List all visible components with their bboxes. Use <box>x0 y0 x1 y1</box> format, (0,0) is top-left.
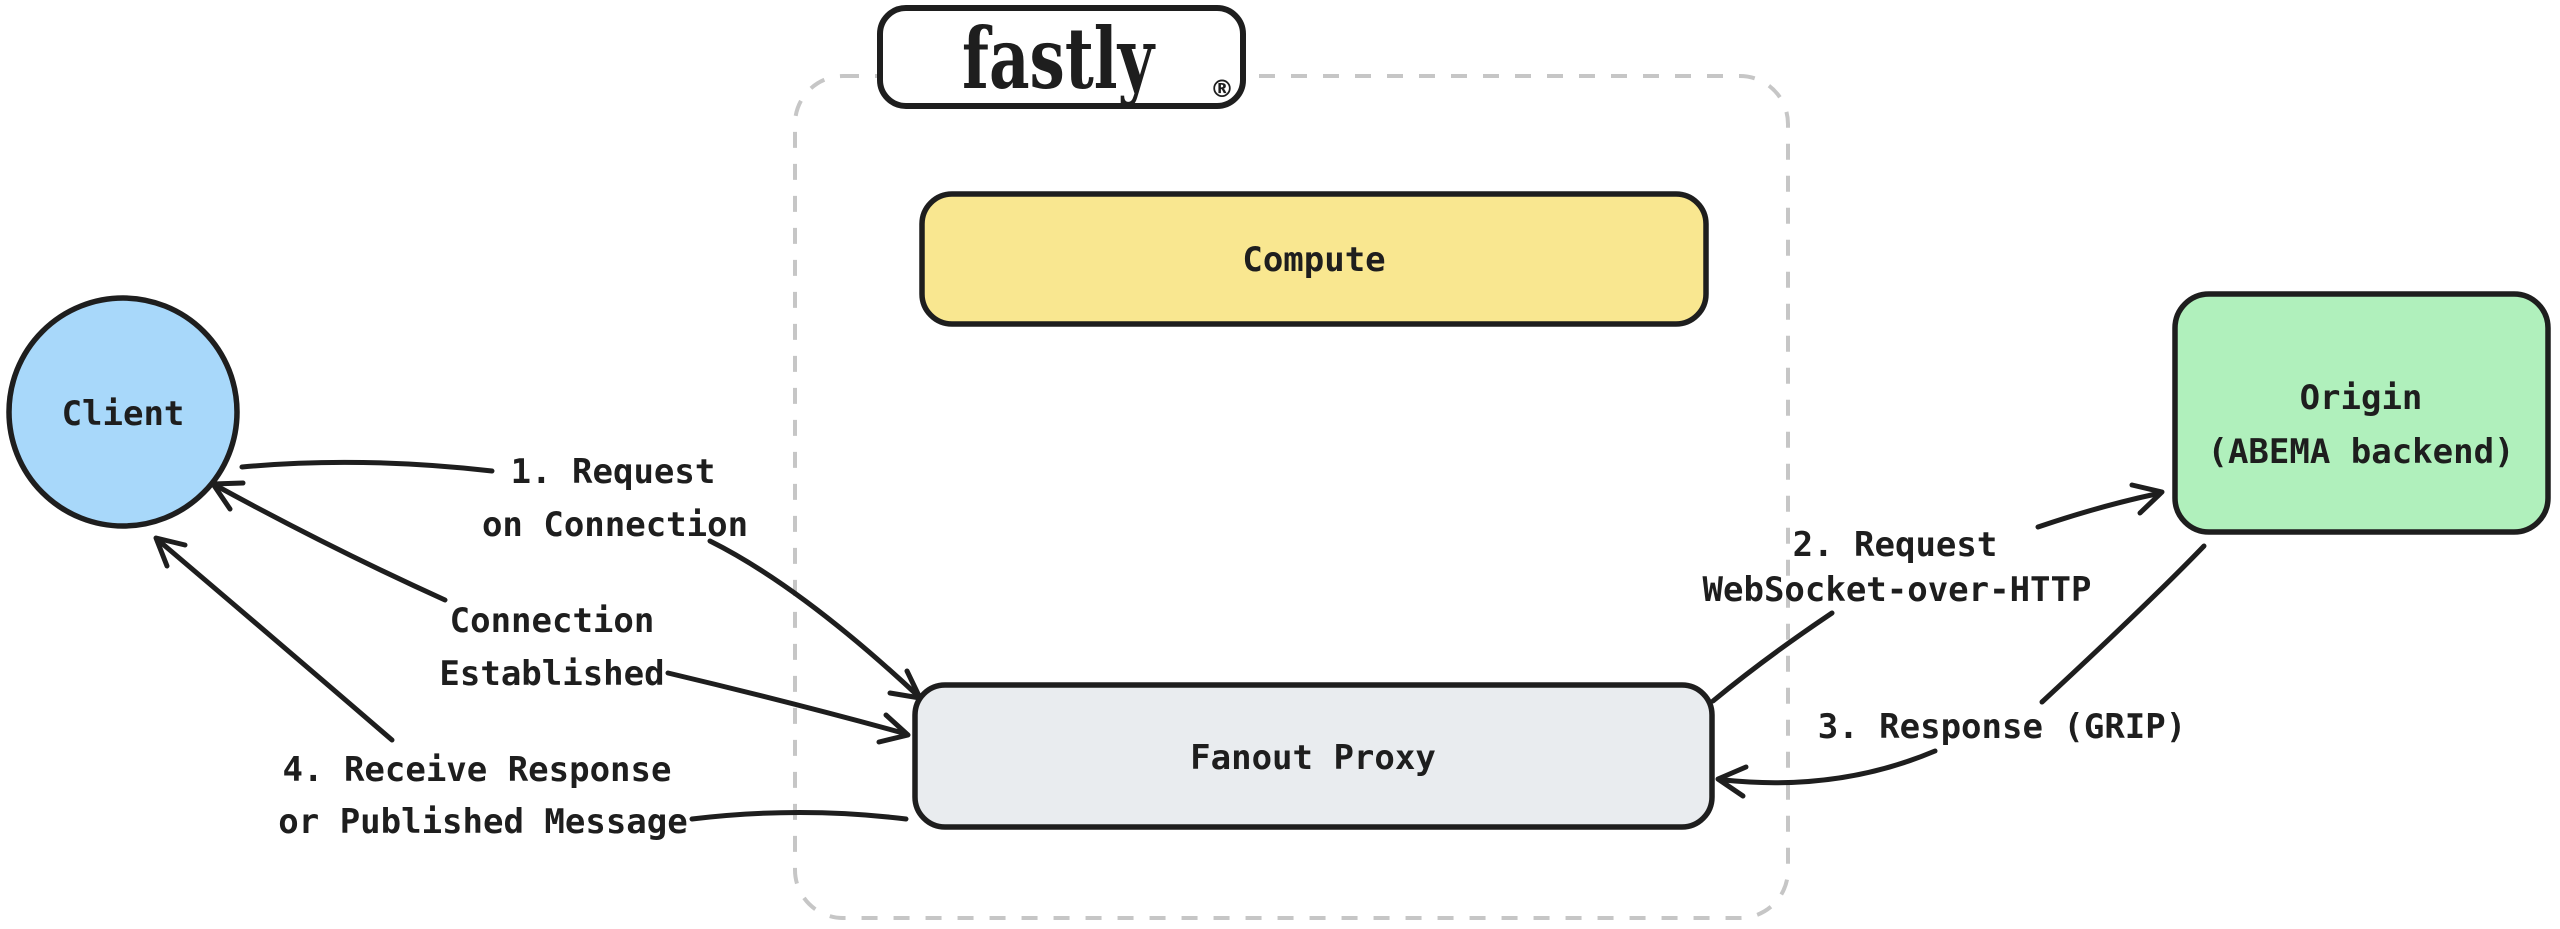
compute-box <box>919 191 1709 327</box>
arrow-line <box>707 538 919 697</box>
origin-box <box>2172 291 2551 535</box>
arrow-line <box>1710 610 1835 704</box>
arrow-line <box>1721 748 1938 786</box>
edge-label-grip-line1: 3. Response (GRIP) <box>1818 707 2186 747</box>
edge-label-established-line2: Established <box>439 654 664 694</box>
node-compute: Compute <box>919 191 1709 327</box>
arrowhead <box>887 668 923 701</box>
arrow-line <box>239 459 495 474</box>
arrow-connection-established: Connection Established <box>210 480 911 745</box>
arrow-response-grip: 3. Response (GRIP) <box>1715 543 2207 799</box>
arrowhead <box>210 480 246 512</box>
node-fanout-proxy: Fanout Proxy <box>912 682 1715 830</box>
arrow-line <box>2035 491 2159 530</box>
arrow-request-on-connection: 1. Request on Connection <box>239 452 923 701</box>
edge-label-request-line2: on Connection <box>482 505 748 545</box>
arrow-line <box>2039 543 2207 705</box>
fastly-badge-box <box>877 5 1246 109</box>
fanout-proxy-label: Fanout Proxy <box>1190 738 1436 778</box>
arrow-receive-response: 4. Receive Response or Published Message <box>153 535 909 842</box>
edge-label-websocket-line1: 2. Request <box>1793 525 1998 565</box>
fastly-badge: fastly ® <box>877 5 1246 109</box>
registered-mark: ® <box>1210 75 1234 103</box>
origin-label-line1: Origin <box>2300 378 2423 418</box>
edge-label-websocket-line2: WebSocket-over-HTTP <box>1703 570 2092 610</box>
origin-label-line2: (ABEMA backend) <box>2207 432 2514 472</box>
node-client: Client <box>6 295 240 529</box>
node-origin: Origin (ABEMA backend) <box>2172 291 2551 535</box>
arrow-line <box>212 482 448 603</box>
arrow-line <box>665 670 906 736</box>
edge-label-established-line1: Connection <box>450 601 655 641</box>
client-label: Client <box>62 394 185 434</box>
fastly-boundary-box <box>793 74 1790 920</box>
arrowhead <box>876 712 911 745</box>
arrowhead <box>2129 482 2165 516</box>
arrow-line <box>689 810 909 822</box>
arrow-line <box>155 537 395 743</box>
client-circle <box>6 295 240 529</box>
compute-label: Compute <box>1242 240 1385 280</box>
arrowhead <box>1715 764 1749 799</box>
edge-label-receive-line2: or Published Message <box>278 802 687 842</box>
edge-label-receive-line1: 4. Receive Response <box>283 750 672 790</box>
edge-label-request-line1: 1. Request <box>511 452 716 492</box>
arrow-request-websocket: 2. Request WebSocket-over-HTTP <box>1703 482 2165 704</box>
fanout-proxy-box <box>912 682 1715 830</box>
arrowhead <box>153 535 188 569</box>
fastly-logo: fastly <box>962 9 1156 108</box>
